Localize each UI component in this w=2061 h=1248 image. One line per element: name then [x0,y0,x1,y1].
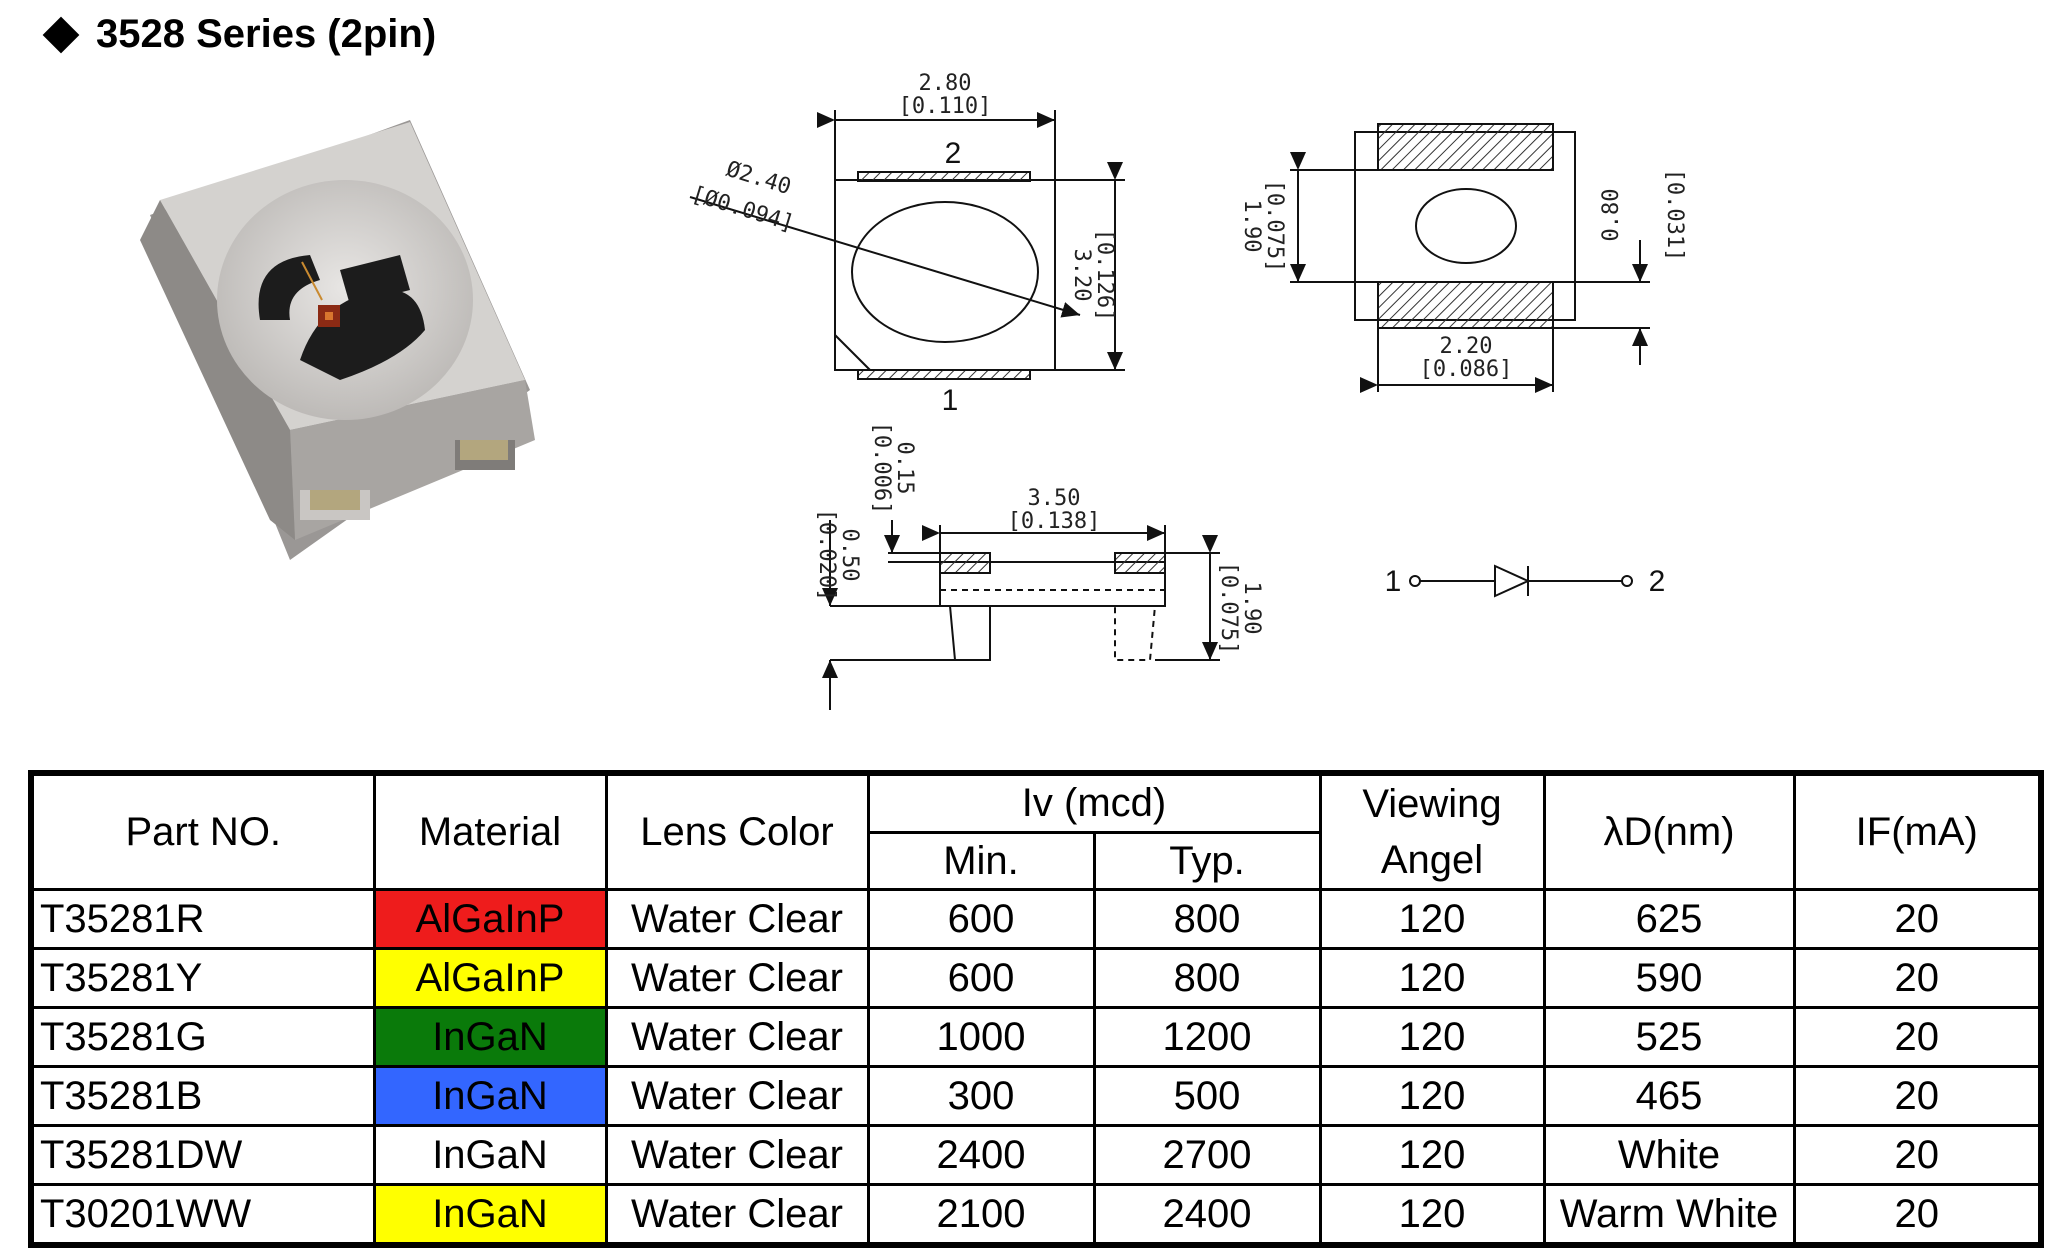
material-cell: InGaN [372,1183,608,1247]
viewing-angle: 120 [1318,947,1546,1009]
series-title: 3528 Series (2pin) [96,12,437,56]
part-number: T30201WW [29,1183,376,1247]
table-row: T30201WW InGaN Water Clear 2100 2400 120… [29,1183,2043,1247]
header-iv-typ: Typ. [1092,830,1322,892]
part-number: T35281G [29,1006,376,1068]
table-row: T35281Y AlGaInP Water Clear 600 800 120 … [29,947,2043,1009]
part-number: T35281Y [29,947,376,1009]
forward-current: 20 [1792,888,2043,950]
side-view-drawing [822,520,1220,710]
material-cell: AlGaInP [372,888,608,950]
top-view-drawing [689,110,1125,380]
viewing-angle: 120 [1318,1183,1546,1247]
diode-symbol-icon [1409,564,1633,598]
pin-label-2: 2 [945,137,962,170]
pad-width-dim: 2.20 [1440,334,1493,359]
material-cell: InGaN [372,1006,608,1068]
iv-min: 1000 [866,1006,1096,1068]
iv-typ: 1200 [1092,1006,1322,1068]
part-number: T35281B [29,1065,376,1127]
table-row: T35281G InGaN Water Clear 1000 1200 120 … [29,1006,2043,1068]
header-iv: Iv (mcd) [866,771,1322,834]
length-dim-in: [0.126] [1092,229,1117,322]
wavelength: 625 [1542,888,1796,950]
forward-current: 20 [1792,1065,2043,1127]
package-drawing: 2.80 [0.110] Ø2.40 [Ø0.094] 3.20 [0.126]… [140,71,1687,710]
side-length-dim: 3.50 [1028,486,1081,511]
forward-current: 20 [1792,947,2043,1009]
viewing-angle: 120 [1318,888,1546,950]
lens-color: Water Clear [604,947,870,1009]
pad-length-dim-in: [0.031] [1662,169,1687,262]
iv-min: 600 [866,888,1096,950]
part-number: T35281R [29,888,376,950]
lip-dim: 0.15 [892,442,917,495]
wavelength: Warm White [1542,1183,1796,1247]
header-iv-min: Min. [866,830,1096,892]
symbol-pin-2: 2 [1649,565,1666,598]
iv-typ: 2700 [1092,1124,1322,1186]
viewing-angle: 120 [1318,1006,1546,1068]
side-length-dim-in: [0.138] [1008,509,1101,534]
lens-color: Water Clear [604,1124,870,1186]
standoff-dim-in: [0.020] [814,509,839,602]
lip-dim-in: [0.006] [869,422,894,515]
header-wavelength: λD(nm) [1542,771,1796,891]
table-row: T35281DW InGaN Water Clear 2400 2700 120… [29,1124,2043,1186]
height-dim-in: [0.075] [1216,562,1241,655]
pin-label-1: 1 [942,384,959,417]
height-dim: 1.90 [1239,582,1264,635]
lens-color: Water Clear [604,888,870,950]
forward-current: 20 [1792,1124,2043,1186]
wavelength: 590 [1542,947,1796,1009]
symbol-pin-1: 1 [1385,565,1402,598]
viewing-angle: 120 [1318,1124,1546,1186]
wavelength: 525 [1542,1006,1796,1068]
viewing-angle: 120 [1318,1065,1546,1127]
iv-min: 600 [866,947,1096,1009]
led-photo [140,120,535,560]
page-heading: 3528 Series (2pin) [40,12,436,57]
iv-min: 300 [866,1065,1096,1127]
standoff-dim: 0.50 [837,529,862,582]
forward-current: 20 [1792,1006,2043,1068]
top-width-dim: 2.80 [919,71,972,96]
table-row: T35281B InGaN Water Clear 300 500 120 46… [29,1065,2043,1127]
spec-table: Part NO. Material Lens Color Iv (mcd) Vi… [28,770,2044,1248]
lens-color: Water Clear [604,1006,870,1068]
pad-length-dim: 0.80 [1599,189,1624,242]
iv-typ: 800 [1092,888,1322,950]
iv-min: 2400 [866,1124,1096,1186]
forward-current: 20 [1792,1183,2043,1247]
material-cell: InGaN [372,1065,608,1127]
material-cell: AlGaInP [372,947,608,1009]
header-if: IF(mA) [1792,771,2043,891]
wavelength: 465 [1542,1065,1796,1127]
header-part-no: Part NO. [29,771,376,891]
iv-min: 2100 [866,1183,1096,1247]
length-dim: 3.20 [1069,249,1094,302]
header-lens-color: Lens Color [604,771,870,891]
pad-gap-dim: 1.90 [1239,200,1264,253]
lens-color: Water Clear [604,1183,870,1247]
part-number: T35281DW [29,1124,376,1186]
footprint-drawing [1290,123,1650,393]
wavelength: White [1542,1124,1796,1186]
pad-width-dim-in: [0.086] [1420,357,1513,382]
material-cell: InGaN [372,1124,608,1186]
pad-gap-dim-in: [0.075] [1262,180,1287,273]
iv-typ: 500 [1092,1065,1322,1127]
table-row: T35281R AlGaInP Water Clear 600 800 120 … [29,888,2043,950]
iv-typ: 800 [1092,947,1322,1009]
header-material: Material [372,771,608,891]
iv-typ: 2400 [1092,1183,1322,1247]
header-viewing-angle: Viewing Angel [1318,771,1546,891]
top-width-dim-in: [0.110] [899,94,992,119]
lens-color: Water Clear [604,1065,870,1127]
